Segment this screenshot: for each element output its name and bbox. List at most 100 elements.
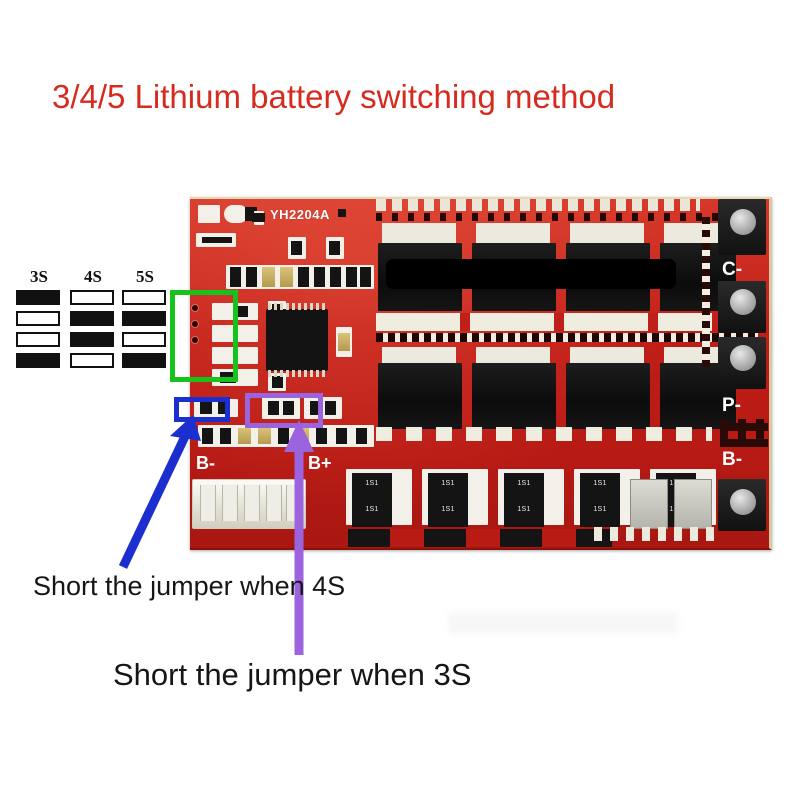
center-via-row — [376, 333, 758, 342]
jumper-3s-link — [268, 401, 279, 415]
current-shunt — [674, 479, 712, 529]
connector-slot — [222, 485, 238, 521]
jumper-3s-link — [283, 401, 294, 415]
balance-resistor: 1S1 — [580, 473, 620, 501]
connector-slot — [200, 485, 216, 521]
via-cluster — [720, 419, 768, 447]
mosfet-tab — [476, 347, 550, 365]
smd-component — [278, 428, 289, 444]
legend-header-4s: 4S — [84, 267, 102, 286]
legend-cell — [70, 332, 114, 347]
smd-component — [330, 267, 341, 287]
terminal-hole — [730, 209, 756, 235]
jumper-3s-link — [310, 401, 321, 415]
balance-resistor: 1S1 — [352, 473, 392, 501]
smd-component — [360, 267, 371, 287]
redaction-bar — [386, 259, 676, 289]
terminal-hole — [730, 345, 756, 371]
mosfet-lead-strip — [376, 427, 712, 441]
balance-resistor: 1S1 — [352, 499, 392, 527]
smd-capacitor — [338, 333, 350, 351]
legend-column-3s: 3S — [16, 267, 62, 374]
ic-pins-top — [268, 303, 326, 310]
smd-component — [202, 428, 213, 444]
terminal-label-b-minus-right: B- — [722, 449, 743, 470]
jumper-4s-link — [200, 402, 212, 414]
smd-component — [230, 267, 241, 287]
controller-ic — [266, 309, 328, 371]
legend-cell — [16, 311, 60, 326]
terminal-label-b-minus: B- — [196, 453, 215, 473]
legend-cell — [70, 353, 114, 368]
board-edge — [190, 197, 772, 550]
balance-resistor: 1S1 — [428, 473, 468, 501]
legend-cells-4s — [70, 290, 116, 368]
mosfet-lead-strip — [376, 313, 712, 331]
smd-pad — [224, 205, 248, 223]
mosfet-tab — [570, 347, 644, 365]
mosfet-tab — [664, 223, 730, 245]
mosfet-tab — [664, 347, 730, 365]
mosfet-tab — [382, 223, 456, 245]
terminal-label-p-minus: P- — [722, 395, 741, 416]
balance-resistor: 1S1 — [504, 473, 544, 501]
via-row — [376, 213, 758, 221]
legend-column-5s: 5S — [122, 267, 168, 374]
terminal-hole — [730, 489, 756, 515]
smd-component — [220, 428, 231, 444]
smd-capacitor — [262, 267, 275, 287]
smd-component — [272, 376, 283, 388]
smd-component — [316, 428, 327, 444]
smd-component — [252, 213, 265, 222]
smd-pad — [198, 205, 220, 223]
terminal-label-c-minus: C- — [722, 259, 743, 280]
smd-component — [291, 241, 302, 255]
smd-capacitor — [280, 267, 293, 287]
legend-cells-5s — [122, 290, 168, 368]
image-smudge — [448, 612, 678, 634]
legend-cell — [70, 311, 114, 326]
mosfet-tab — [382, 347, 456, 365]
legend-cell — [122, 353, 166, 368]
smd-component — [246, 267, 257, 287]
via — [192, 305, 198, 311]
smd-component — [346, 267, 357, 287]
bottom-smd-row — [348, 529, 612, 547]
via — [192, 321, 198, 327]
jumper-selector-pads-highlight — [170, 290, 238, 382]
bms-pcb-board: YH2204A — [190, 197, 772, 550]
balance-resistor: 1S1 — [428, 499, 468, 527]
ic-pins-bottom — [268, 370, 326, 377]
legend-cell — [122, 290, 166, 305]
balance-resistor: 1S1 — [580, 499, 620, 527]
silkscreen-part-number: YH2204A — [270, 207, 330, 222]
smd-component — [356, 428, 367, 444]
jumper-3s-link — [325, 401, 336, 415]
4s-jumper-highlight — [174, 397, 230, 422]
smd-component — [298, 267, 309, 287]
via — [192, 337, 198, 343]
legend-header-3s: 3S — [30, 267, 48, 286]
silkscreen-marker — [338, 209, 346, 217]
legend-header-5s: 5S — [136, 267, 154, 286]
mosfet-tab — [570, 223, 644, 245]
smd-component — [329, 241, 340, 255]
legend-cell — [16, 332, 60, 347]
page-title: 3/4/5 Lithium battery switching method — [52, 78, 616, 115]
mosfet — [566, 363, 650, 429]
legend-cell — [122, 311, 166, 326]
connector-slot — [266, 485, 282, 521]
connector-slot — [244, 485, 260, 521]
caption-3s: Short the jumper when 3S — [113, 657, 472, 692]
3s-jumper-highlight — [245, 393, 323, 428]
smd-capacitor — [258, 428, 271, 444]
mosfet — [472, 363, 556, 429]
legend-column-4s: 4S — [70, 267, 116, 374]
legend-cell — [70, 290, 114, 305]
smd-component — [336, 428, 347, 444]
terminal-label-b-plus: B+ — [308, 453, 332, 473]
jumper-link — [234, 306, 248, 317]
legend-cell — [122, 332, 166, 347]
terminal-hole — [730, 289, 756, 315]
